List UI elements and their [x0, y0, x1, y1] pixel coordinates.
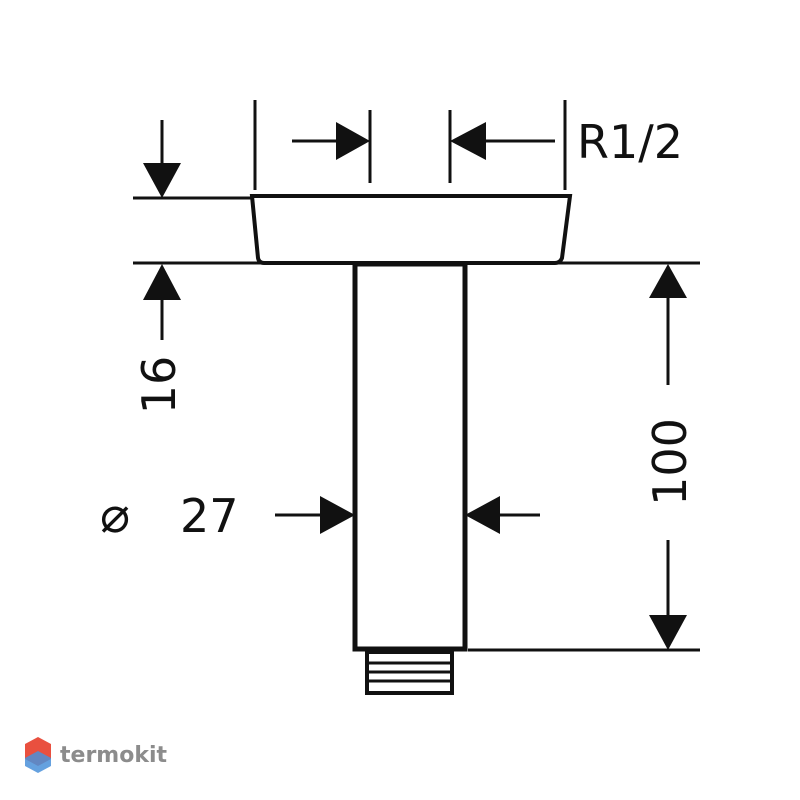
height-top-label: 16: [132, 356, 186, 415]
watermark-text: termokit: [60, 743, 167, 768]
thread-lines: [367, 661, 452, 683]
height-top-arrowhead-up: [143, 264, 181, 300]
diameter-value-label: 27: [180, 489, 239, 543]
pipe-body: [352, 261, 468, 652]
height-top-arrowhead-down: [143, 163, 181, 198]
hexagon-logo-icon: [25, 737, 51, 773]
diameter-symbol: ⌀: [100, 486, 130, 544]
flange-outline: [249, 194, 573, 265]
thread-arrowhead-left: [336, 122, 370, 160]
thread-arrowhead-right: [450, 122, 486, 160]
length-arrowhead-down: [649, 615, 687, 650]
length-label: 100: [643, 418, 697, 506]
thread-size-label: R1/2: [577, 115, 683, 169]
length-arrowhead-up: [649, 264, 687, 298]
diameter-arrowhead-left: [320, 496, 355, 534]
diameter-arrowhead-right: [465, 496, 500, 534]
